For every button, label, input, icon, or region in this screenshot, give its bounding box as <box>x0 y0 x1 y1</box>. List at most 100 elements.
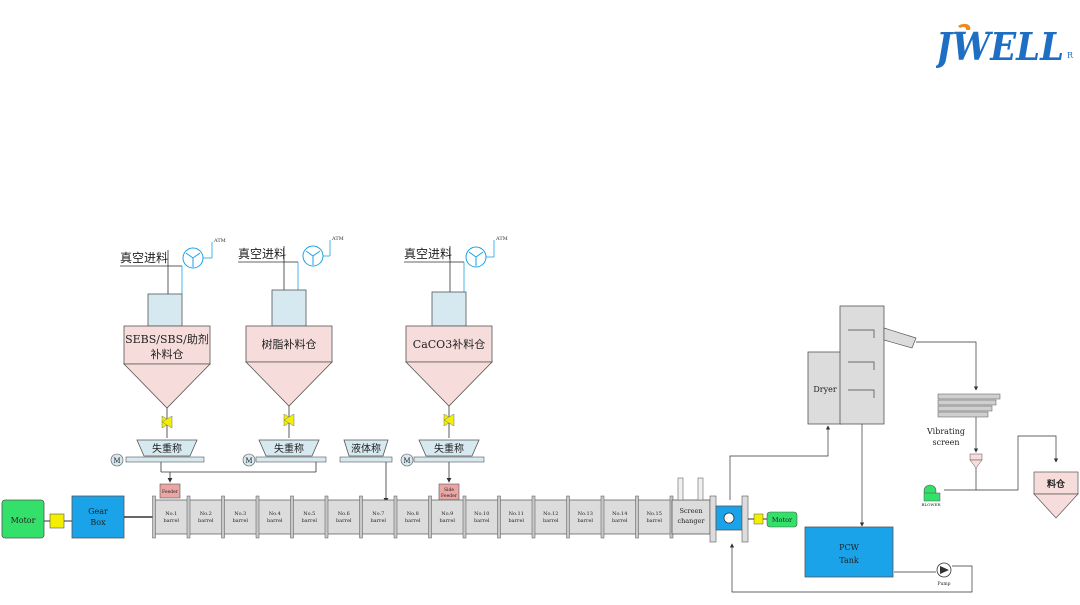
feeder-motor-icon <box>242 453 256 467</box>
silo-cone <box>1033 493 1079 519</box>
barrel-number-label: No.7 <box>372 511 384 517</box>
receiver-box <box>431 291 467 327</box>
barrel-number-label: No.10 <box>474 511 489 517</box>
receiver-box <box>271 289 307 327</box>
rotary-valve <box>969 453 983 469</box>
feeder-label: 失重称 <box>434 442 464 455</box>
hopper-bin <box>123 325 211 365</box>
pcw-tank-label-2: Tank <box>839 556 859 565</box>
liquid-scale <box>343 439 389 457</box>
barrel-word-label: barrel <box>405 518 421 524</box>
loss-in-weight-feeder <box>418 439 480 457</box>
barrel-word-label: barrel <box>612 518 628 524</box>
barrel-number-label: No.14 <box>612 511 627 517</box>
loss-in-weight-feeder <box>136 439 198 457</box>
barrel-flange <box>566 495 570 539</box>
side-feeder-tag: Side Feeder <box>438 483 460 501</box>
barrel-flange <box>428 495 432 539</box>
extruder-barrels: No.1barrelNo.2barrelNo.3barrelNo.4barrel… <box>152 495 674 539</box>
hopper-bin <box>245 325 333 363</box>
dryer-label: Dryer <box>813 385 836 394</box>
liquid-feeder-base <box>339 456 393 463</box>
barrel-flange <box>635 495 639 539</box>
side-feeder-label-1: Side <box>444 487 454 493</box>
barrel-word-label: barrel <box>543 518 559 524</box>
vacuum-feed-label: 真空进料 <box>120 251 168 265</box>
barrel-word-label: barrel <box>646 518 662 524</box>
screen-changer-body <box>671 499 711 535</box>
hopper-label-line1: SEBS/SBS/助剂 <box>125 332 209 346</box>
barrel-word-label: barrel <box>508 518 524 524</box>
vacuum-feed-label: 真空进料 <box>238 247 286 261</box>
barrel-word-label: barrel <box>198 518 214 524</box>
barrel-number-label: No.9 <box>441 511 453 517</box>
barrel-12 <box>533 499 569 535</box>
main-feeder-tag: Feeder <box>159 483 181 499</box>
blower-label: BLOWER <box>922 502 942 507</box>
coupling-left <box>49 513 65 529</box>
barrel-4 <box>257 499 293 535</box>
barrel-word-label: barrel <box>301 518 317 524</box>
barrel-6 <box>326 499 362 535</box>
feeder-screw <box>125 456 205 463</box>
barrel-flange <box>462 495 467 539</box>
barrel-5 <box>291 499 327 535</box>
hopper-label: 树脂补料仓 <box>262 337 317 351</box>
feed-system-2: 真空进料 ATM 树脂补料仓 失重称 M <box>238 236 344 467</box>
barrel-3 <box>222 499 258 535</box>
side-feeder-label-2: Feeder <box>441 493 458 499</box>
receiver-box <box>147 293 183 327</box>
loss-in-weight-feeder <box>258 439 320 457</box>
logo-text: JWELL <box>936 24 1064 68</box>
pcw-tank-label-1: PCW <box>839 543 860 552</box>
barrel-number-label: No.6 <box>338 511 350 517</box>
barrel-word-label: barrel <box>474 518 490 524</box>
barrel-number-label: No.4 <box>269 511 281 517</box>
product-silo: 料仓 <box>1033 471 1079 519</box>
liquid-feeder-label: 液体称 <box>351 442 381 455</box>
liquid-feeder: 液体称 <box>339 439 393 503</box>
main-feeder-label: Feeder <box>162 489 179 495</box>
barrel-flange <box>324 495 329 539</box>
screen-changer-label-1: Screen <box>679 507 702 515</box>
barrel-7 <box>360 499 396 535</box>
hopper-label-line2: 补料仓 <box>151 347 184 361</box>
barrel-word-label: barrel <box>370 518 386 524</box>
barrel-flange <box>152 495 156 539</box>
hopper-cone <box>405 361 493 407</box>
main-drive: Motor Gear Box <box>1 495 154 539</box>
barrel-11 <box>498 499 534 535</box>
vent-label: ATM <box>495 236 508 242</box>
barrel-word-label: barrel <box>267 518 283 524</box>
jwell-logo: JWELL R <box>931 22 1076 69</box>
barrel-flange <box>393 495 398 539</box>
screen-changer-label-2: changer <box>677 517 705 525</box>
pcw-tank-body <box>804 526 894 578</box>
hopper-cone <box>245 361 333 407</box>
main-motor <box>1 499 45 539</box>
barrel-flange <box>255 495 260 539</box>
barrel-number-label: No.12 <box>543 511 558 517</box>
feeder-motor-symbol: M <box>113 457 120 465</box>
pcw-tank: PCW Tank <box>804 526 894 578</box>
dryer-unit: Dryer <box>807 305 917 425</box>
valve-icon <box>161 415 173 429</box>
barrel-word-label: barrel <box>577 518 593 524</box>
hopper-bin <box>405 325 493 363</box>
vibrating-screen: Vibrating screen <box>926 393 1001 447</box>
barrel-number-label: No.1 <box>165 511 177 517</box>
barrel-8 <box>395 499 431 535</box>
gear-box <box>71 495 125 539</box>
barrel-word-label: barrel <box>163 518 179 524</box>
barrel-flange <box>359 495 363 539</box>
barrel-number-label: No.8 <box>407 511 419 517</box>
barrel-flange <box>600 495 605 539</box>
feeder-screw <box>413 456 485 463</box>
gear-box-label-2: Box <box>90 518 106 527</box>
dryer-tower <box>839 305 885 425</box>
barrel-14 <box>602 499 638 535</box>
gear-box-label-1: Gear <box>88 507 108 516</box>
main-motor-label: Motor <box>11 516 36 525</box>
barrel-number-label: No.5 <box>303 511 315 517</box>
